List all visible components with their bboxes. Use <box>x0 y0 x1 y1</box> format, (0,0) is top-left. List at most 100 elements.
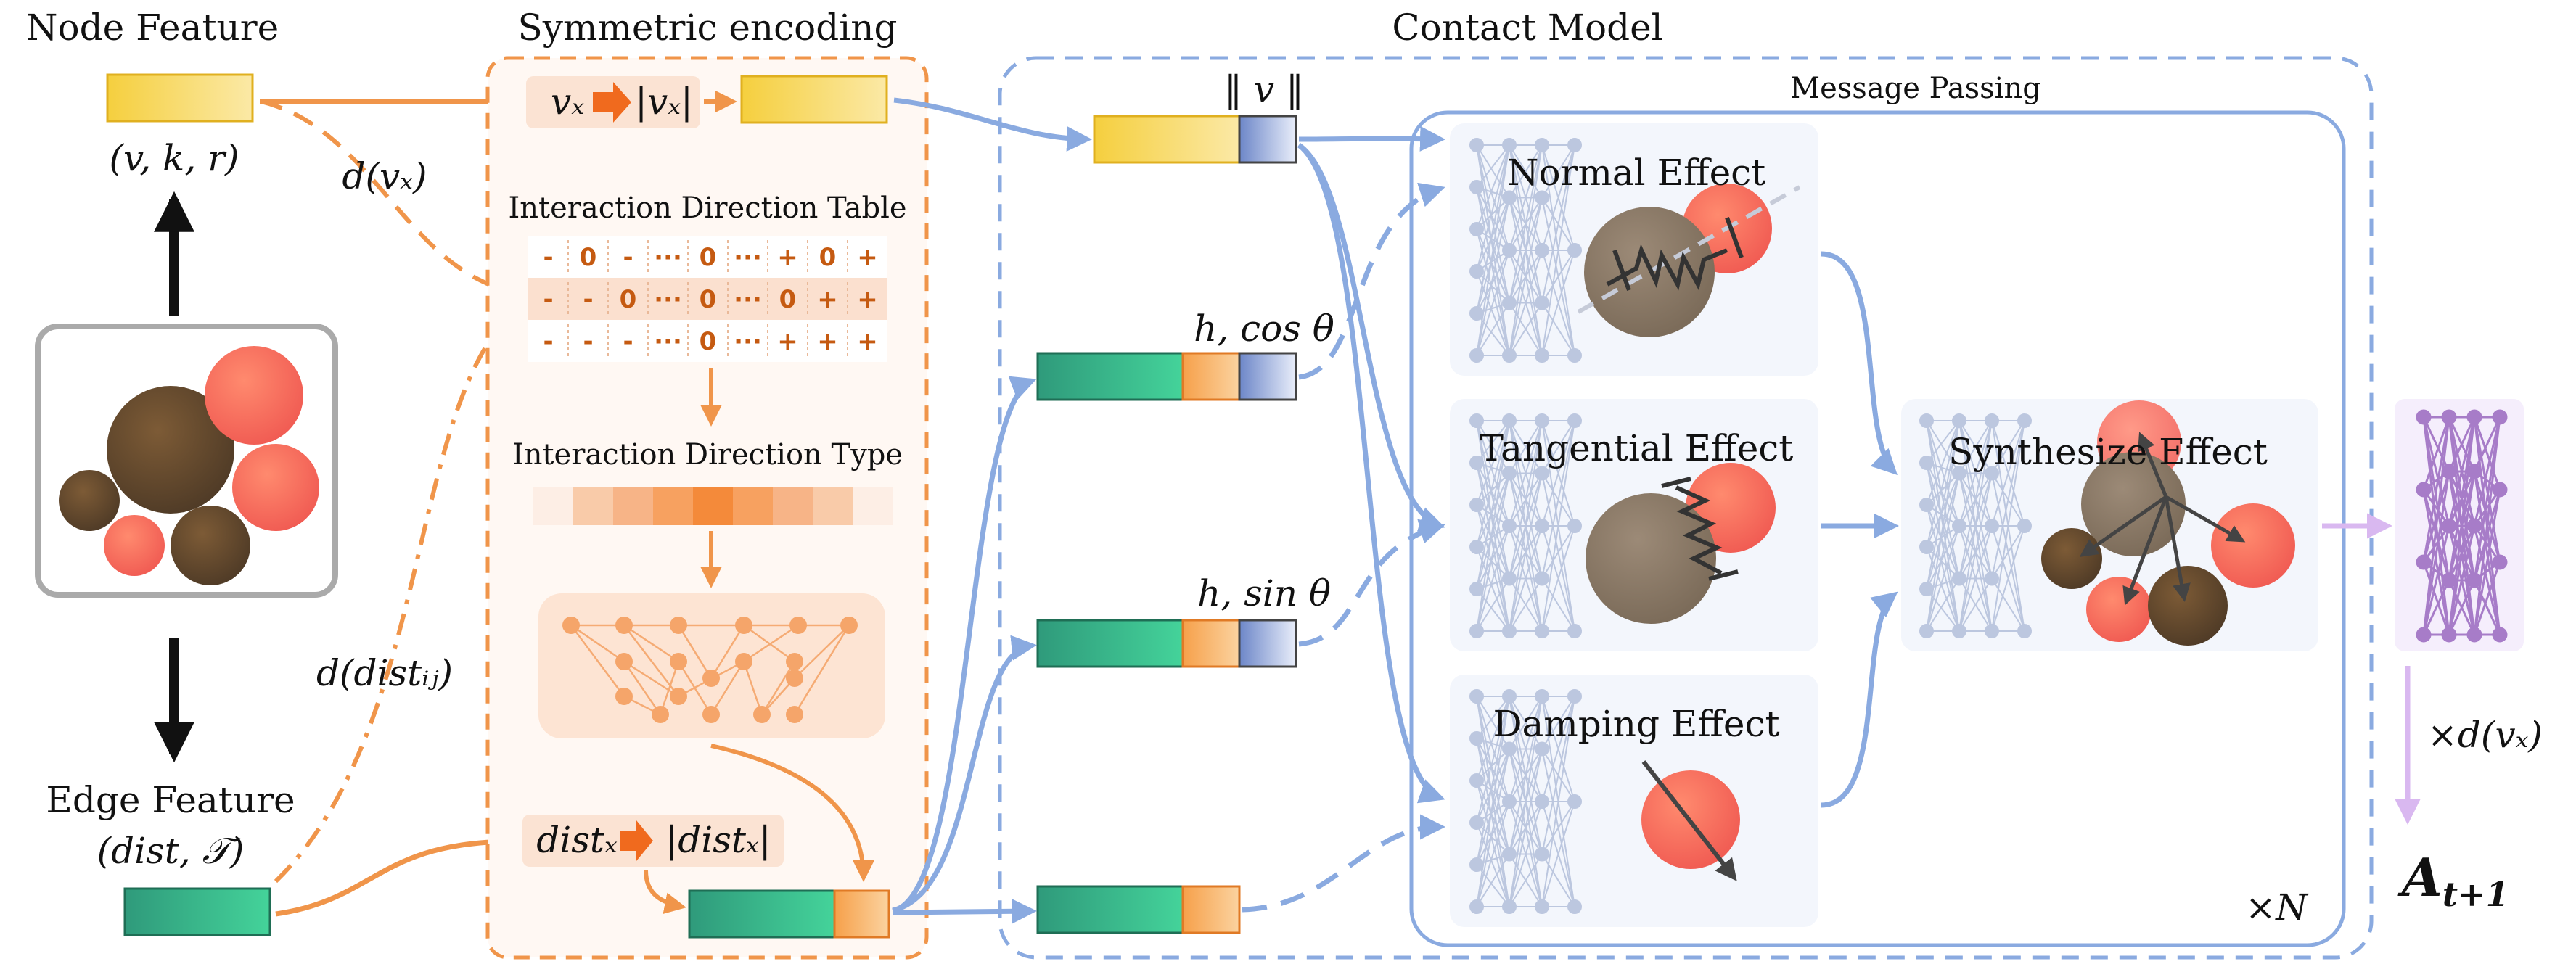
network-node <box>1919 582 1934 596</box>
network-node <box>1919 540 1934 554</box>
network-node <box>1502 295 1517 310</box>
interaction-direction-type-label: Interaction Direction Type <box>512 438 903 471</box>
network-node <box>1469 815 1484 830</box>
network-node <box>1567 899 1582 914</box>
effects-to-synthesize-arrows <box>1821 251 1899 808</box>
network-node <box>1502 624 1517 638</box>
network-node <box>1469 222 1484 236</box>
network-node <box>1535 348 1549 363</box>
tangential-effect-scene <box>1586 463 1776 624</box>
direction-cell: + <box>777 243 798 272</box>
network-node <box>1567 689 1582 704</box>
edge-to-encoding-arrow <box>275 828 520 917</box>
direction-cell: - <box>623 327 633 356</box>
network-node <box>2441 518 2457 534</box>
network-node <box>1985 466 1999 481</box>
output-mlp-icon <box>2395 399 2524 651</box>
network-node <box>1535 519 1549 533</box>
network-node <box>1469 582 1484 596</box>
direction-cell: + <box>817 327 838 356</box>
network-node <box>1469 498 1484 512</box>
network-node <box>2492 627 2508 643</box>
right-arrow-icon-2 <box>620 820 653 861</box>
network-node <box>1952 624 1966 638</box>
interaction-direction-table: -0-···0···+0+--0···0···0++---···0···+++ <box>528 236 887 362</box>
network-node <box>1535 138 1549 152</box>
damping-effect-scene <box>1641 760 1740 881</box>
node-feature-vars: (v, k, r) <box>109 137 239 179</box>
normal-effect-scene <box>1577 184 1801 337</box>
direction-cell: 0 <box>620 285 637 314</box>
network-node <box>1952 519 1966 533</box>
output-label: At+1 <box>2397 847 2509 914</box>
direction-cell: 0 <box>819 243 837 272</box>
edge-feature-vars: (dist, 𝒯) <box>97 830 245 872</box>
network-node <box>1535 295 1549 310</box>
network-node <box>1469 624 1484 638</box>
direction-cell: - <box>583 285 593 314</box>
node-vector-norm <box>1238 115 1297 164</box>
dist-expr-a: distₓ <box>536 819 618 861</box>
h-cos-label: h, cos θ <box>1194 308 1334 350</box>
network-node <box>1535 847 1549 862</box>
network-node <box>1502 689 1517 704</box>
network-node <box>1502 466 1517 481</box>
network-node <box>1469 348 1484 363</box>
network-node <box>1502 741 1517 757</box>
times-n-label: ×N <box>2245 886 2309 928</box>
message-passing-title: Message Passing <box>1790 72 2041 105</box>
right-arrow-icon <box>593 82 631 123</box>
direction-cell: ··· <box>654 285 682 314</box>
direction-cell: 0 <box>580 243 597 272</box>
network-node <box>1502 794 1517 809</box>
network-node <box>1985 571 1999 586</box>
direction-cell: + <box>857 243 878 272</box>
direction-cell: ··· <box>654 327 682 356</box>
network-node <box>1535 689 1549 704</box>
abs-vx-vector <box>740 75 888 124</box>
network-node <box>1919 624 1934 638</box>
network-node <box>2017 413 2032 428</box>
node-vector-yellow <box>1093 115 1241 164</box>
network-node <box>2441 627 2457 643</box>
network-node <box>1502 899 1517 914</box>
direction-cell: ··· <box>734 285 762 314</box>
network-node <box>1567 624 1582 638</box>
network-node <box>1469 899 1484 914</box>
direction-cell: - <box>583 327 593 356</box>
network-node <box>1469 540 1484 554</box>
network-node <box>1567 243 1582 258</box>
node-feature-vector <box>106 73 254 123</box>
network-node <box>1985 413 1999 428</box>
h-sin-label: h, sin θ <box>1197 572 1331 614</box>
network-node <box>1502 413 1517 428</box>
normal-effect-label: Normal Effect <box>1507 152 1766 194</box>
network-node <box>1919 498 1934 512</box>
network-node <box>1985 624 1999 638</box>
direction-cell: ··· <box>734 327 762 356</box>
direction-cell: + <box>777 327 798 356</box>
node-feature-label: Node Feature <box>26 7 279 49</box>
network-node <box>1469 857 1484 872</box>
network-node <box>1469 264 1484 279</box>
interaction-direction-table-label: Interaction Direction Table <box>508 191 906 225</box>
vx-expr-a: vₓ <box>551 81 584 123</box>
network-node <box>1535 466 1549 481</box>
direction-cell: - <box>543 327 553 356</box>
network-node <box>1469 138 1484 152</box>
edge-to-effect-arrows <box>1242 182 1445 913</box>
norm-v-label: ‖ v ‖ <box>1224 68 1304 110</box>
network-node <box>1535 624 1549 638</box>
network-node <box>1502 348 1517 363</box>
dist-expr-b: |distₓ| <box>665 819 771 861</box>
direction-cell: 0 <box>779 285 797 314</box>
synthesize-effect-label: Synthesize Effect <box>1948 431 2268 473</box>
network-node <box>2416 554 2432 570</box>
network-node <box>1502 571 1517 586</box>
network-node <box>1535 190 1549 205</box>
network-node <box>2441 572 2457 588</box>
network-node <box>1567 138 1582 152</box>
network-node <box>2416 482 2432 498</box>
contact-model-title: Contact Model <box>1392 7 1662 49</box>
particle-system-image <box>35 324 338 598</box>
